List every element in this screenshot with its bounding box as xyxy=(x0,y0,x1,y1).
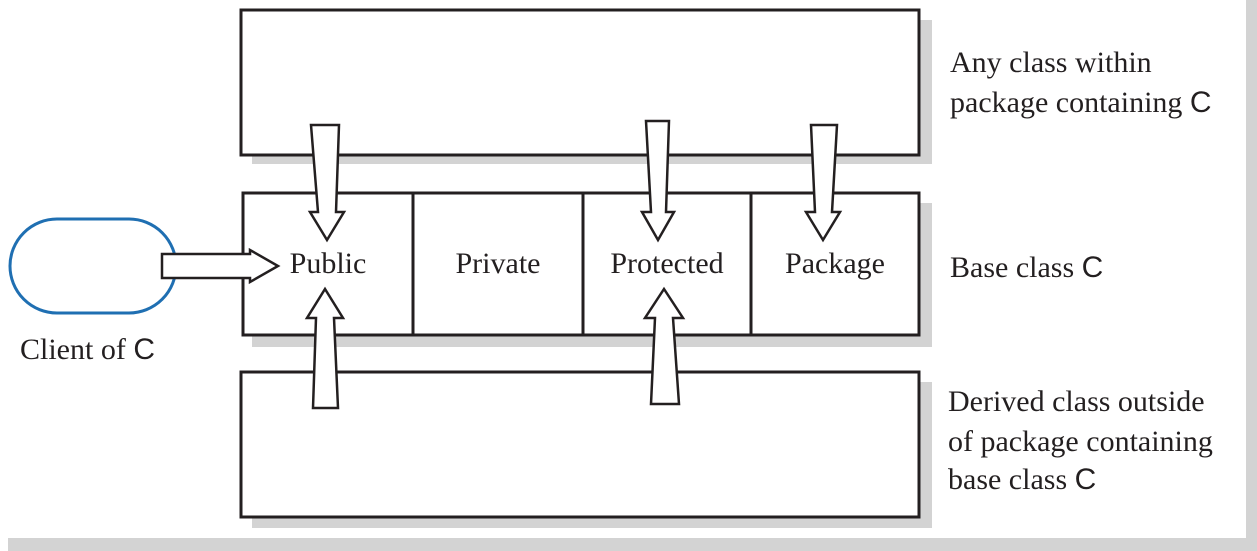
base-class-label-text: Base class xyxy=(950,251,1075,284)
arrow-package-to-protected xyxy=(639,119,677,243)
class-name-c: C xyxy=(1081,251,1104,284)
derived-label-line2: of package containing xyxy=(948,425,1213,458)
arrow-derived-to-protected xyxy=(642,286,686,406)
derived-label-text: base class xyxy=(948,463,1068,496)
cell-public: Public xyxy=(289,247,367,280)
cell-private: Private xyxy=(455,247,541,280)
arrow-derived-to-public xyxy=(304,286,346,410)
client-oval xyxy=(8,217,178,315)
cell-package: Package xyxy=(785,247,885,280)
derived-label-line1: Derived class outside xyxy=(948,385,1205,418)
client-label: Client of C xyxy=(20,331,155,369)
base-class-box xyxy=(241,191,921,337)
package-label-text: package containing xyxy=(950,86,1183,119)
cell-protected: Protected xyxy=(610,247,724,280)
page-bottom-shadow xyxy=(8,538,1257,551)
package-label-line2: package containing C xyxy=(950,84,1212,122)
derived-class-box xyxy=(239,370,921,519)
derived-label-line3: base class C xyxy=(948,461,1096,499)
package-classes-box xyxy=(239,8,921,157)
arrow-package-to-package xyxy=(803,123,843,243)
class-name-c: C xyxy=(1189,86,1212,119)
arrow-client-to-public xyxy=(160,247,281,285)
base-class-label: Base class C xyxy=(950,249,1103,287)
arrow-package-to-public xyxy=(307,123,347,243)
class-name-c: C xyxy=(1074,463,1097,496)
page-right-shadow xyxy=(1246,0,1257,551)
package-label-line1: Any class within xyxy=(950,46,1152,79)
class-name-c: C xyxy=(133,333,155,366)
client-label-text: Client of xyxy=(20,333,126,366)
